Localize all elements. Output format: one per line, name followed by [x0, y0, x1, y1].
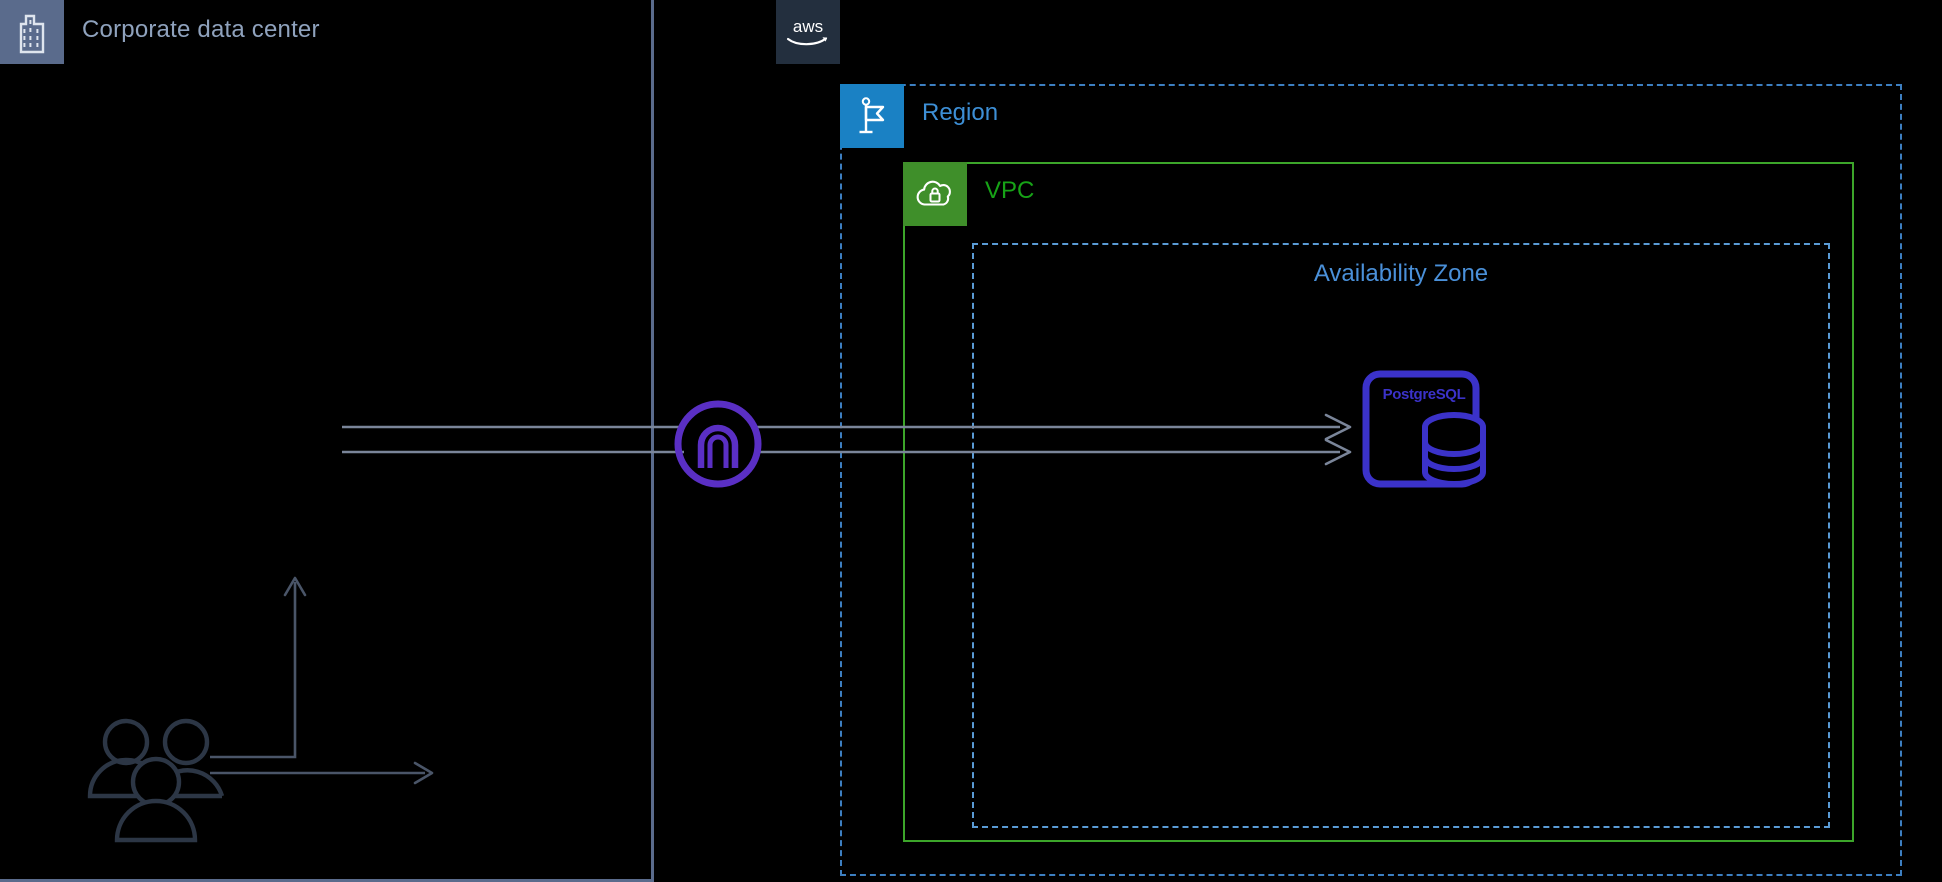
vpc-label: VPC	[985, 177, 1035, 204]
corporate-data-center-label: Corporate data center	[82, 16, 320, 43]
aws-logo: aws	[776, 0, 840, 64]
availability-zone-container	[972, 243, 1830, 828]
region-flag-icon	[840, 84, 904, 148]
region-label: Region	[922, 99, 999, 126]
corporate-data-center-container	[0, 0, 654, 882]
office-building-icon	[0, 0, 64, 64]
vpc-container	[903, 162, 1854, 842]
vpc-cloud-lock-icon	[903, 162, 967, 226]
postgresql-label: PostgreSQL	[1382, 386, 1466, 403]
svg-text:aws: aws	[793, 17, 823, 36]
neon-logo-icon	[672, 398, 764, 490]
availability-zone-label: Availability Zone	[1313, 260, 1489, 287]
aws-region-container	[840, 84, 1902, 876]
